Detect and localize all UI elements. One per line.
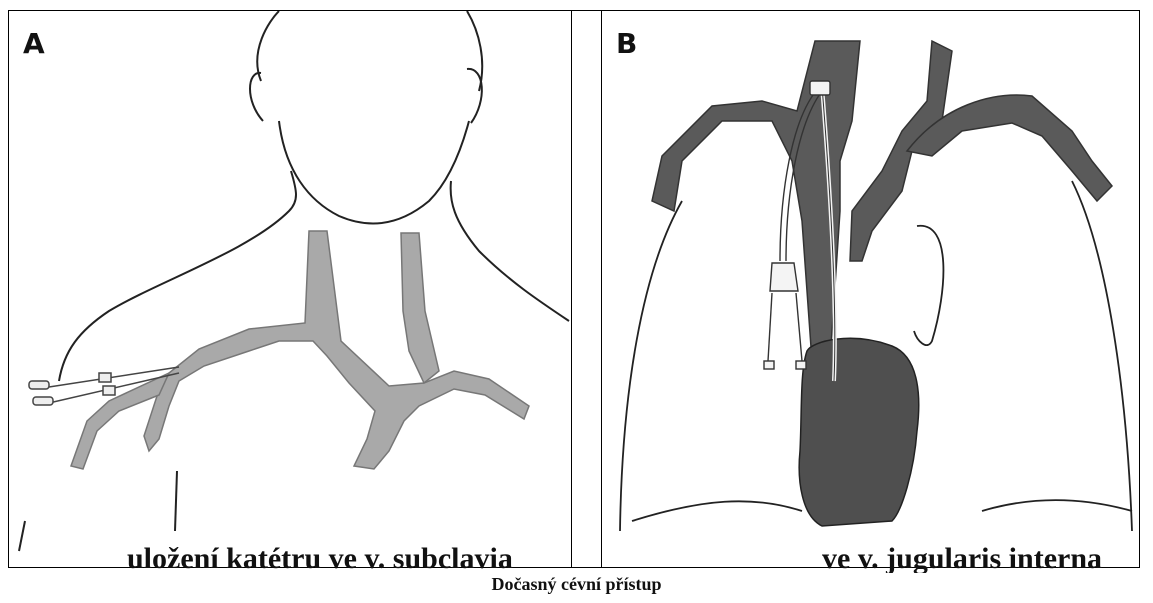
catheter-clamp-1 bbox=[99, 373, 111, 382]
panel-b: B ve v. jugularis interna bbox=[601, 11, 1142, 567]
figure-frame: A uložení katétru ve v. subclavia bbox=[8, 10, 1140, 568]
panel-b-letter: B bbox=[616, 27, 637, 60]
heart bbox=[799, 338, 919, 526]
right-lung bbox=[620, 201, 682, 531]
catheter-clamp-2 bbox=[103, 386, 115, 395]
jugularis-illustration bbox=[602, 11, 1142, 569]
catheter-connector bbox=[770, 263, 798, 291]
diaphragm-right bbox=[632, 501, 802, 521]
left-shoulder bbox=[59, 171, 296, 381]
figure-title: Dočasný cévní přístup bbox=[0, 574, 1153, 595]
left-lung bbox=[1072, 181, 1132, 531]
aortic-arch bbox=[914, 226, 943, 345]
body-outline bbox=[19, 11, 569, 551]
catheter-hub-2 bbox=[33, 397, 53, 405]
subclavia-illustration bbox=[9, 11, 571, 569]
catheter-lumen-2 bbox=[796, 361, 806, 369]
panel-a-letter: A bbox=[23, 27, 45, 60]
internal-jugular-vein bbox=[401, 233, 439, 383]
subclavian-vein bbox=[144, 231, 529, 469]
panel-a: A uložení katétru ve v. subclavia bbox=[9, 11, 572, 567]
catheter-hub bbox=[810, 81, 830, 95]
chin bbox=[279, 121, 469, 224]
panel-a-caption: uložení katétru ve v. subclavia bbox=[127, 539, 567, 573]
vein-network bbox=[71, 231, 529, 469]
catheter-hub-1 bbox=[29, 381, 49, 389]
right-shoulder bbox=[451, 181, 569, 321]
vein-network bbox=[652, 41, 1112, 361]
panel-b-caption: ve v. jugularis interna bbox=[822, 539, 1122, 573]
right-ear bbox=[467, 69, 482, 123]
diaphragm-left bbox=[982, 500, 1132, 511]
catheter-lumen-1 bbox=[764, 361, 774, 369]
